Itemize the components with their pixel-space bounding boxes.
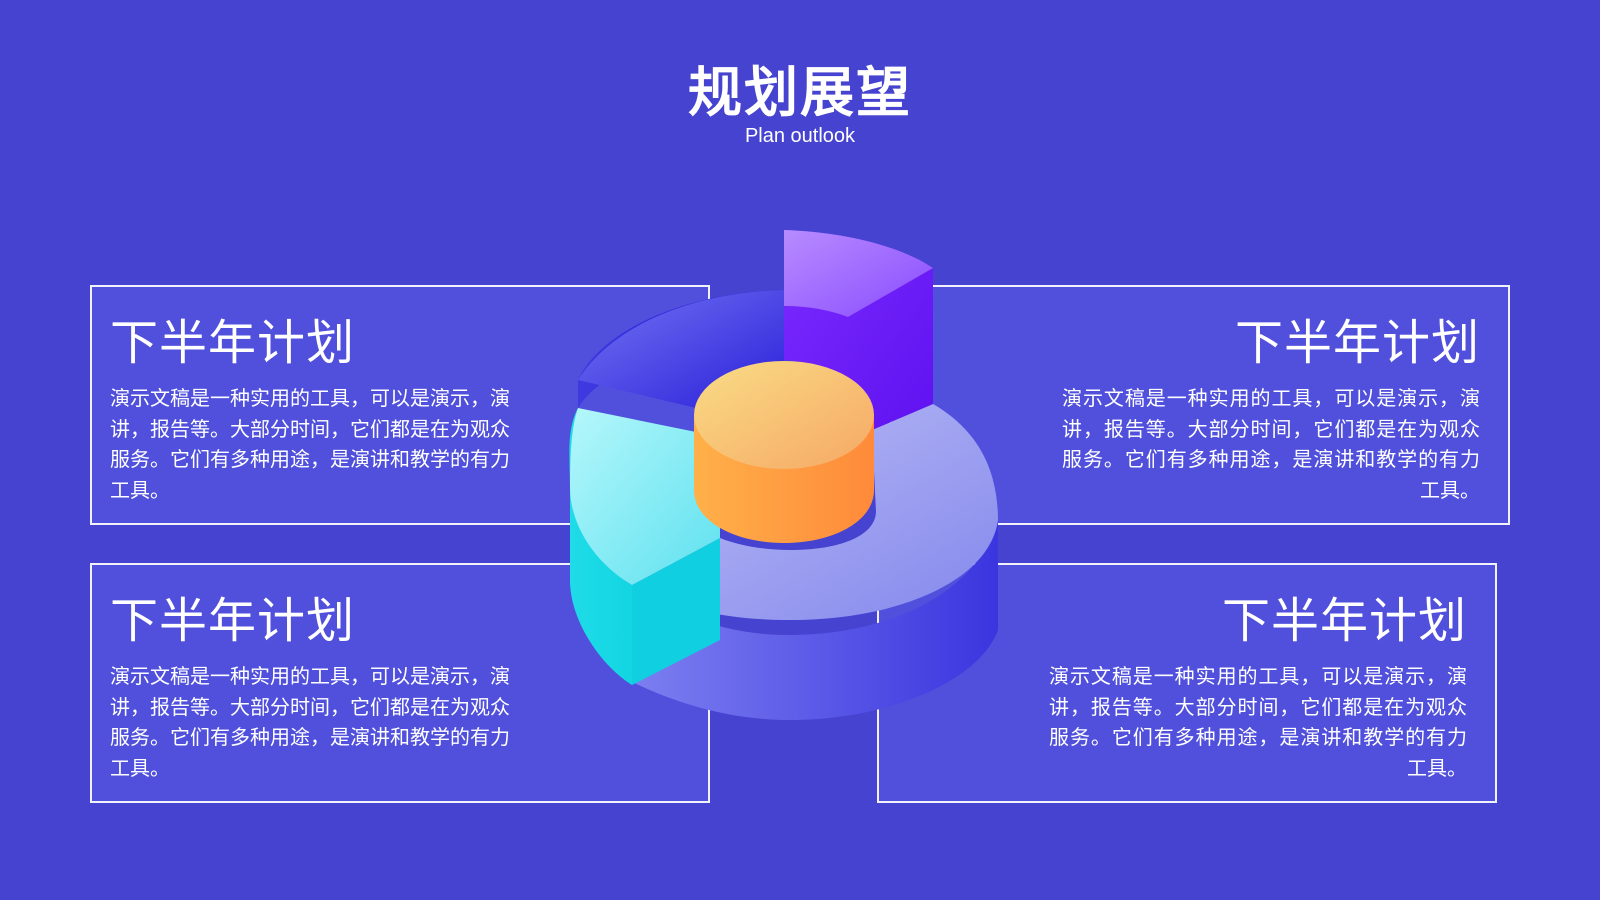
page-subtitle: Plan outlook xyxy=(744,125,856,147)
card-title: 下半年计划 xyxy=(1221,593,1467,649)
plan-card-top-left: 下半年计划 演示文稿是一种实用的工具，可以是演示，演讲，报告等。大部分时间，它们… xyxy=(90,285,710,525)
card-body: 演示文稿是一种实用的工具，可以是演示，演讲，报告等。大部分时间，它们都是在为观众… xyxy=(110,664,510,780)
card-body: 演示文稿是一种实用的工具，可以是演示，演讲，报告等。大部分时间，它们都是在为观众… xyxy=(1062,386,1480,502)
center-cylinder xyxy=(694,361,874,543)
segment-cyan xyxy=(569,408,720,685)
card-title: 下半年计划 xyxy=(1234,315,1480,371)
segment-purple xyxy=(784,230,933,430)
3d-ring-graphic xyxy=(569,230,998,720)
card-body: 演示文稿是一种实用的工具，可以是演示，演讲，报告等。大部分时间，它们都是在为观众… xyxy=(1049,664,1467,780)
card-title: 下半年计划 xyxy=(110,315,356,371)
segment-lavender xyxy=(632,404,998,720)
segment-blue xyxy=(578,290,784,408)
card-body: 演示文稿是一种实用的工具，可以是演示，演讲，报告等。大部分时间，它们都是在为观众… xyxy=(110,386,510,502)
page-title: 规划展望 xyxy=(688,61,912,124)
card-title: 下半年计划 xyxy=(110,593,356,649)
